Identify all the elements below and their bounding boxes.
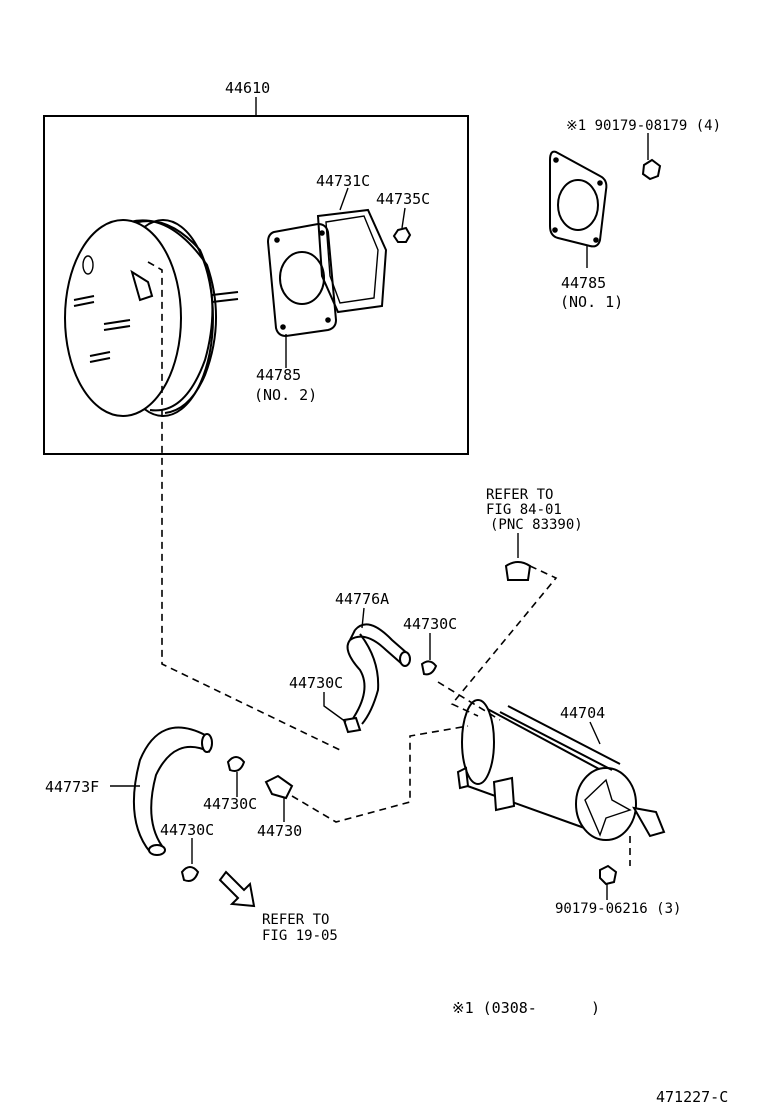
booster-assembly-box — [43, 97, 469, 455]
label-44730c-mid: 44730C — [203, 795, 257, 813]
refer-19-05-line1: REFER TO — [262, 912, 329, 928]
label-44785-no2: 44785 — [256, 366, 301, 384]
label-nut-90179-06216: 90179-06216 (3) — [555, 901, 681, 917]
check-valve-drawing — [264, 774, 294, 822]
clamp-upper-drawing — [420, 633, 438, 676]
refer-84-01-line1: REFER TO — [486, 487, 553, 503]
brake-booster-drawing — [64, 219, 239, 417]
label-no1-note: (NO. 1) — [560, 293, 623, 311]
refer-84-01-line3: (PNC 83390) — [490, 517, 583, 533]
refer-19-05-line2: FIG 19-05 — [262, 928, 338, 944]
label-44731c: 44731C — [316, 172, 370, 190]
label-44730c-upper: 44730C — [403, 615, 457, 633]
hose-44776a-drawing — [346, 607, 411, 725]
label-44730c-lower: 44730C — [160, 821, 214, 839]
label-bolt-90179-08179: ※1 90179-08179 (4) — [566, 118, 721, 134]
gasket-no1-drawing — [549, 150, 608, 268]
clamp-lower-drawing — [180, 838, 200, 882]
hose-44773f-drawing — [110, 726, 213, 856]
figure-code: 471227-C — [656, 1088, 728, 1106]
clip-83390-drawing — [504, 533, 532, 581]
clamp-left-drawing — [323, 692, 362, 734]
nut-90179-06216-drawing — [599, 864, 618, 900]
label-44785-no1: 44785 — [561, 274, 606, 292]
refer-84-01-line2: FIG 84-01 — [486, 502, 562, 518]
connection-dashes — [147, 261, 631, 866]
refer-arrow-icon — [218, 870, 256, 908]
bolt-90179-08179-drawing — [641, 133, 662, 181]
clamp-mid-drawing — [226, 756, 246, 797]
label-44776a: 44776A — [335, 590, 389, 608]
gasket-no2-drawing — [266, 222, 338, 368]
label-44704: 44704 — [560, 704, 605, 722]
label-44610: 44610 — [225, 79, 270, 97]
label-no2-note: (NO. 2) — [254, 386, 317, 404]
label-44730: 44730 — [257, 822, 302, 840]
label-44773f: 44773F — [45, 778, 99, 796]
nut-44735c-drawing — [392, 207, 412, 243]
gasket-44731c-drawing — [316, 187, 388, 314]
label-44735c: 44735C — [376, 190, 430, 208]
label-44730c-left: 44730C — [289, 674, 343, 692]
footnote: ※1 (0308- ) — [452, 999, 600, 1017]
vacuum-tank-drawing — [456, 699, 666, 841]
